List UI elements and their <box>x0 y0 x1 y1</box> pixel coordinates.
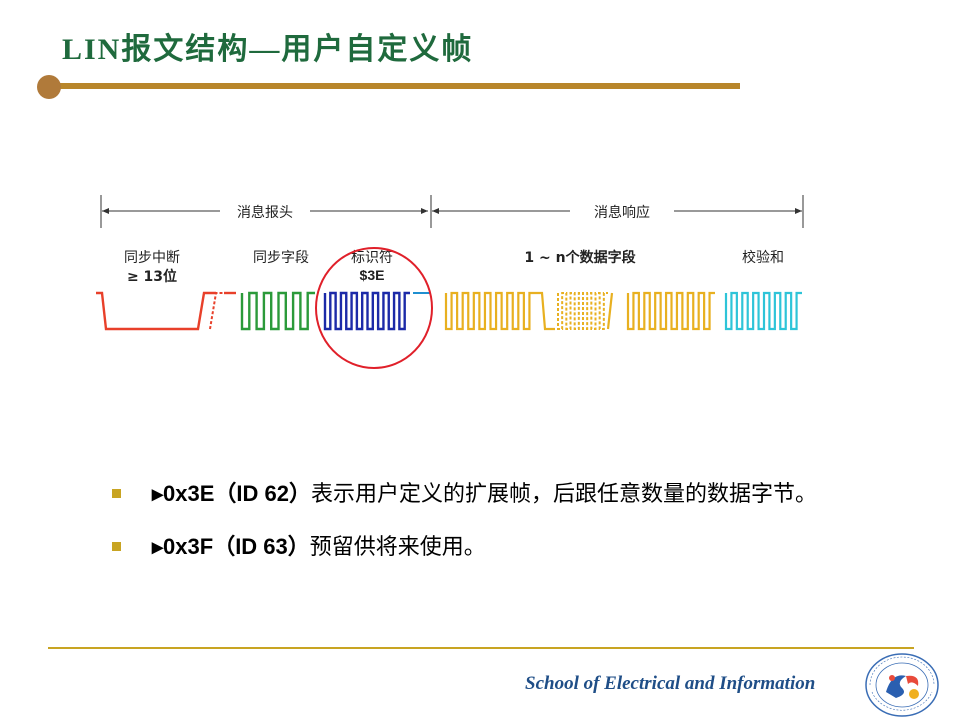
sync-break-waveform <box>96 291 236 331</box>
slide-title: LIN报文结构—用户自定义帧 <box>62 33 474 66</box>
bullet-text: 预留供将来使用。 <box>309 535 486 560</box>
data-fields-label: 1 ~ n个数据字段 <box>524 249 635 266</box>
identifier-highlight-circle <box>315 247 433 369</box>
school-seal-logo <box>865 653 939 717</box>
checksum-label: 校验和 <box>742 249 784 266</box>
bullet-list: ▸0x3E（ID 62）表示用户定义的扩展帧，后跟任意数量的数据字节。 ▸0x3… <box>112 476 902 582</box>
sync-field-waveform <box>240 291 315 331</box>
footer-rule <box>48 647 914 649</box>
break-length-label: ≥ 13位 <box>127 268 177 285</box>
bullet-id-62: ▸0x3E（ID 62） <box>152 481 312 506</box>
sync-label: 同步字段 <box>253 250 309 266</box>
break-label: 同步中断 <box>124 250 180 266</box>
data-fields-waveform <box>444 291 715 331</box>
checksum-waveform <box>724 291 802 331</box>
lin-frame-diagram: 消息报头 消息响应 同步中断 ≥ 13位 同步字段 标识符 $3E 1 ~ n个… <box>96 195 804 369</box>
identifier-value: $3E <box>360 267 385 283</box>
title-rule <box>40 83 740 89</box>
bullet-text: 表示用户定义的扩展帧，后跟任意数量的数据字节。 <box>311 482 818 507</box>
bullet-marker <box>112 542 121 551</box>
title-rule-dot <box>37 75 61 99</box>
bullet-item-2: ▸0x3F（ID 63）预留供将来使用。 <box>112 529 902 566</box>
bullet-item-1: ▸0x3E（ID 62）表示用户定义的扩展帧，后跟任意数量的数据字节。 <box>112 476 902 513</box>
bullet-id-63: ▸0x3F（ID 63） <box>152 534 310 559</box>
identifier-waveform <box>323 291 410 331</box>
header-label: 消息报头 <box>237 204 293 221</box>
footer-school-name: School of Electrical and Information <box>525 673 816 694</box>
bullet-marker <box>112 489 121 498</box>
header-arrow <box>102 208 428 214</box>
response-arrow <box>432 208 802 214</box>
response-label: 消息响应 <box>594 204 650 221</box>
identifier-label: 标识符 <box>351 250 393 266</box>
